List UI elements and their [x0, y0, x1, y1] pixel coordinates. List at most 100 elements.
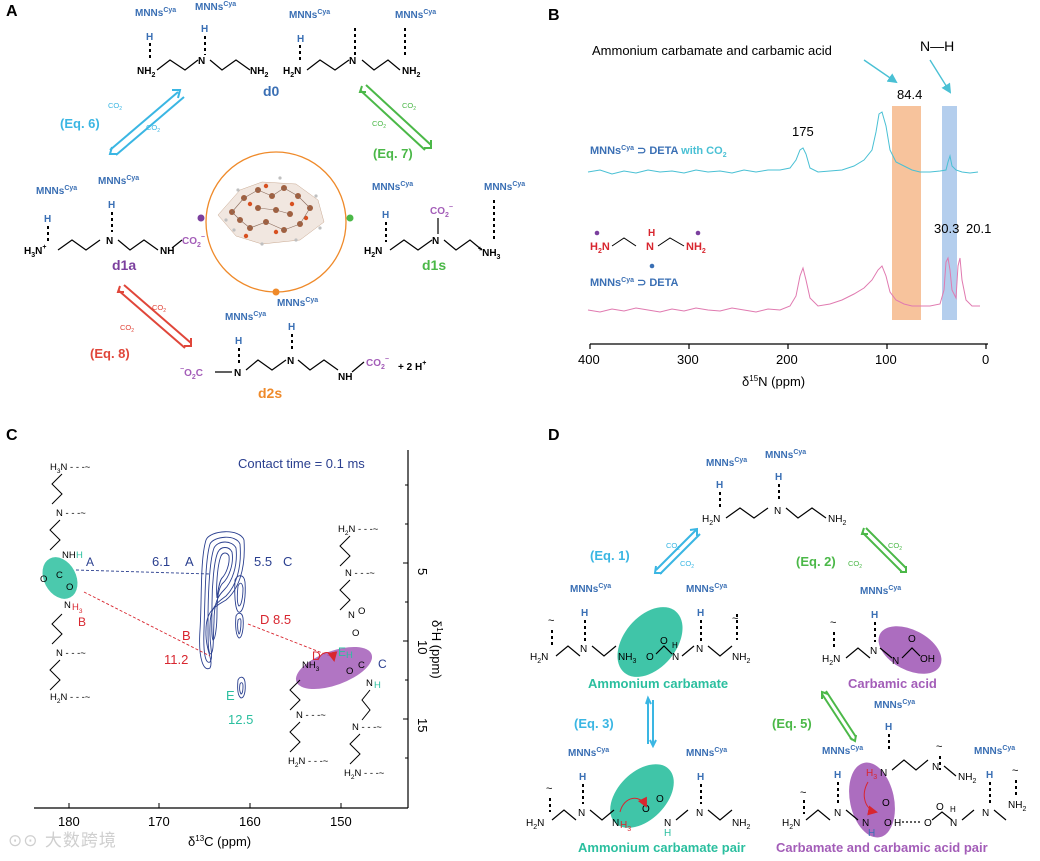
svg-text:NH2: NH2: [1008, 800, 1026, 813]
svg-text:N: N: [612, 818, 619, 829]
peak-84: 84.4: [897, 87, 922, 102]
svg-text:MNNsCya: MNNsCya: [277, 297, 318, 309]
structure-d2s: MNNsCya MNNsCya H H −O2C N N NH CO2− + 2…: [180, 297, 426, 401]
svg-text:N: N: [349, 56, 356, 67]
svg-text:H: H: [581, 608, 588, 619]
d1s-dot: [346, 214, 354, 222]
panel-b: Ammonium carbamate and carbamic acid N—H…: [578, 38, 991, 389]
svg-text:H3: H3: [620, 820, 631, 833]
panel-a: MNNsCya MNNsCya MNNsCya MNNsCya H H H NH…: [24, 1, 525, 401]
svg-text:MNNsCya: MNNsCya: [860, 585, 901, 597]
svg-text:B: B: [182, 628, 191, 643]
svg-text:~: ~: [800, 787, 806, 799]
teal-ellipse: [42, 557, 78, 599]
watermark-logo-icon: ⊙⊙: [8, 831, 45, 851]
eq2-label: (Eq. 2): [796, 554, 836, 569]
svg-text:H: H: [697, 772, 704, 783]
svg-text:N: N: [234, 368, 241, 379]
svg-text:MNNsCya: MNNsCya: [974, 745, 1015, 757]
svg-text:~: ~: [546, 783, 552, 795]
b-xtick: 200: [776, 352, 798, 367]
svg-text:N: N: [64, 600, 71, 611]
peak-175: 175: [792, 124, 814, 139]
svg-text:E: E: [338, 645, 346, 659]
svg-text:H: H: [775, 472, 782, 483]
svg-text:H: H: [108, 200, 115, 211]
svg-text:CO2: CO2: [120, 323, 134, 334]
svg-text:MNNsCya: MNNsCya: [765, 449, 806, 461]
svg-text:H2N - - -~: H2N - - -~: [344, 768, 385, 781]
svg-text:O: O: [924, 818, 932, 829]
svg-text:H: H: [382, 210, 389, 221]
spectrum-cyan: [587, 111, 979, 175]
svg-text:C: C: [56, 570, 63, 581]
svg-text:N: N: [646, 241, 654, 253]
svg-text:NH: NH: [338, 372, 352, 383]
eq8-arrows: CO2 CO2 (Eq. 8): [90, 284, 192, 361]
svg-text:N - - -~: N - - -~: [296, 710, 326, 721]
b-xtick: 0: [982, 352, 989, 367]
svg-text:H2N: H2N: [822, 654, 840, 667]
svg-text:H: H: [44, 214, 51, 225]
b-xtick: 300: [677, 352, 699, 367]
label-d1s: d1s: [422, 257, 446, 273]
mnns-label: MNNsCya: [289, 9, 330, 21]
contact-time: Contact time = 0.1 ms: [238, 456, 365, 471]
molecular-cluster: [217, 176, 325, 246]
eq5-arrows: (Eq. 5): [772, 690, 857, 743]
d-ammonium-carbamate: MNNsCya MNNsCya H H ~ ~ H2N N NH3 O O N …: [530, 583, 750, 691]
svg-text:H2N: H2N: [530, 652, 548, 665]
annotation-text: Ammonium carbamate and carbamic acid: [592, 43, 832, 58]
svg-text:NH2: NH2: [828, 514, 846, 527]
svg-text:~: ~: [936, 741, 942, 753]
svg-text:O: O: [660, 636, 668, 647]
svg-text:N: N: [880, 768, 887, 779]
peak-30: 30.3: [934, 221, 959, 236]
svg-text:C: C: [283, 554, 292, 569]
label-carbamic-acid: Carbamic acid: [848, 676, 937, 691]
c-ytick: 15: [415, 718, 430, 732]
panel-label-d: D: [548, 427, 560, 444]
svg-text:CO2: CO2: [888, 541, 902, 552]
svg-text:O: O: [346, 666, 353, 677]
d1a-dot: [197, 214, 205, 222]
svg-text:MNNsCya: MNNsCya: [686, 583, 727, 595]
svg-text:N: N: [287, 356, 294, 367]
svg-text:N: N: [834, 808, 841, 819]
svg-text:C: C: [358, 660, 365, 671]
b-xtick: 400: [578, 352, 600, 367]
svg-text:~: ~: [732, 613, 738, 625]
svg-text:N: N: [578, 808, 585, 819]
svg-text:N: N: [672, 652, 679, 663]
svg-text:H: H: [834, 770, 841, 781]
c-yaxis-title: δ1H (ppm): [429, 620, 444, 679]
watermark: ⊙⊙ 大数跨境: [8, 826, 117, 851]
spectrum-pink: [587, 256, 980, 313]
panel-d: MNNsCya MNNsCya H H H2N N NH2 CO2 CO2 (E…: [526, 449, 1026, 855]
eq3-arrows: (Eq. 3): [574, 695, 657, 749]
panel-c: 180 170 160 150 δ13C (ppm) 5 10 15 δ1H (…: [34, 450, 444, 849]
svg-text:O: O: [936, 802, 944, 813]
svg-text:CO2: CO2: [666, 541, 680, 552]
c-ytick: 10: [415, 640, 430, 654]
svg-text:H: H: [950, 805, 956, 814]
svg-text:O: O: [646, 652, 654, 663]
svg-text:N: N: [664, 818, 671, 829]
svg-text:H2N: H2N: [702, 514, 720, 527]
peak-20: 20.1: [966, 221, 991, 236]
svg-text:11.2: 11.2: [164, 652, 188, 667]
svg-text:CO2: CO2: [848, 559, 862, 570]
mnns-label: MNNsCya: [395, 9, 436, 21]
svg-text:5.5: 5.5: [254, 554, 272, 569]
svg-text:OH: OH: [920, 654, 935, 665]
band-orange: [892, 106, 921, 320]
svg-text:H: H: [716, 480, 723, 491]
svg-text:N: N: [862, 818, 869, 829]
svg-text:H: H: [986, 770, 993, 781]
svg-text:A: A: [185, 554, 194, 569]
svg-text:~: ~: [548, 615, 554, 627]
c-xtick: 170: [148, 814, 170, 829]
svg-text:N: N: [366, 678, 373, 689]
